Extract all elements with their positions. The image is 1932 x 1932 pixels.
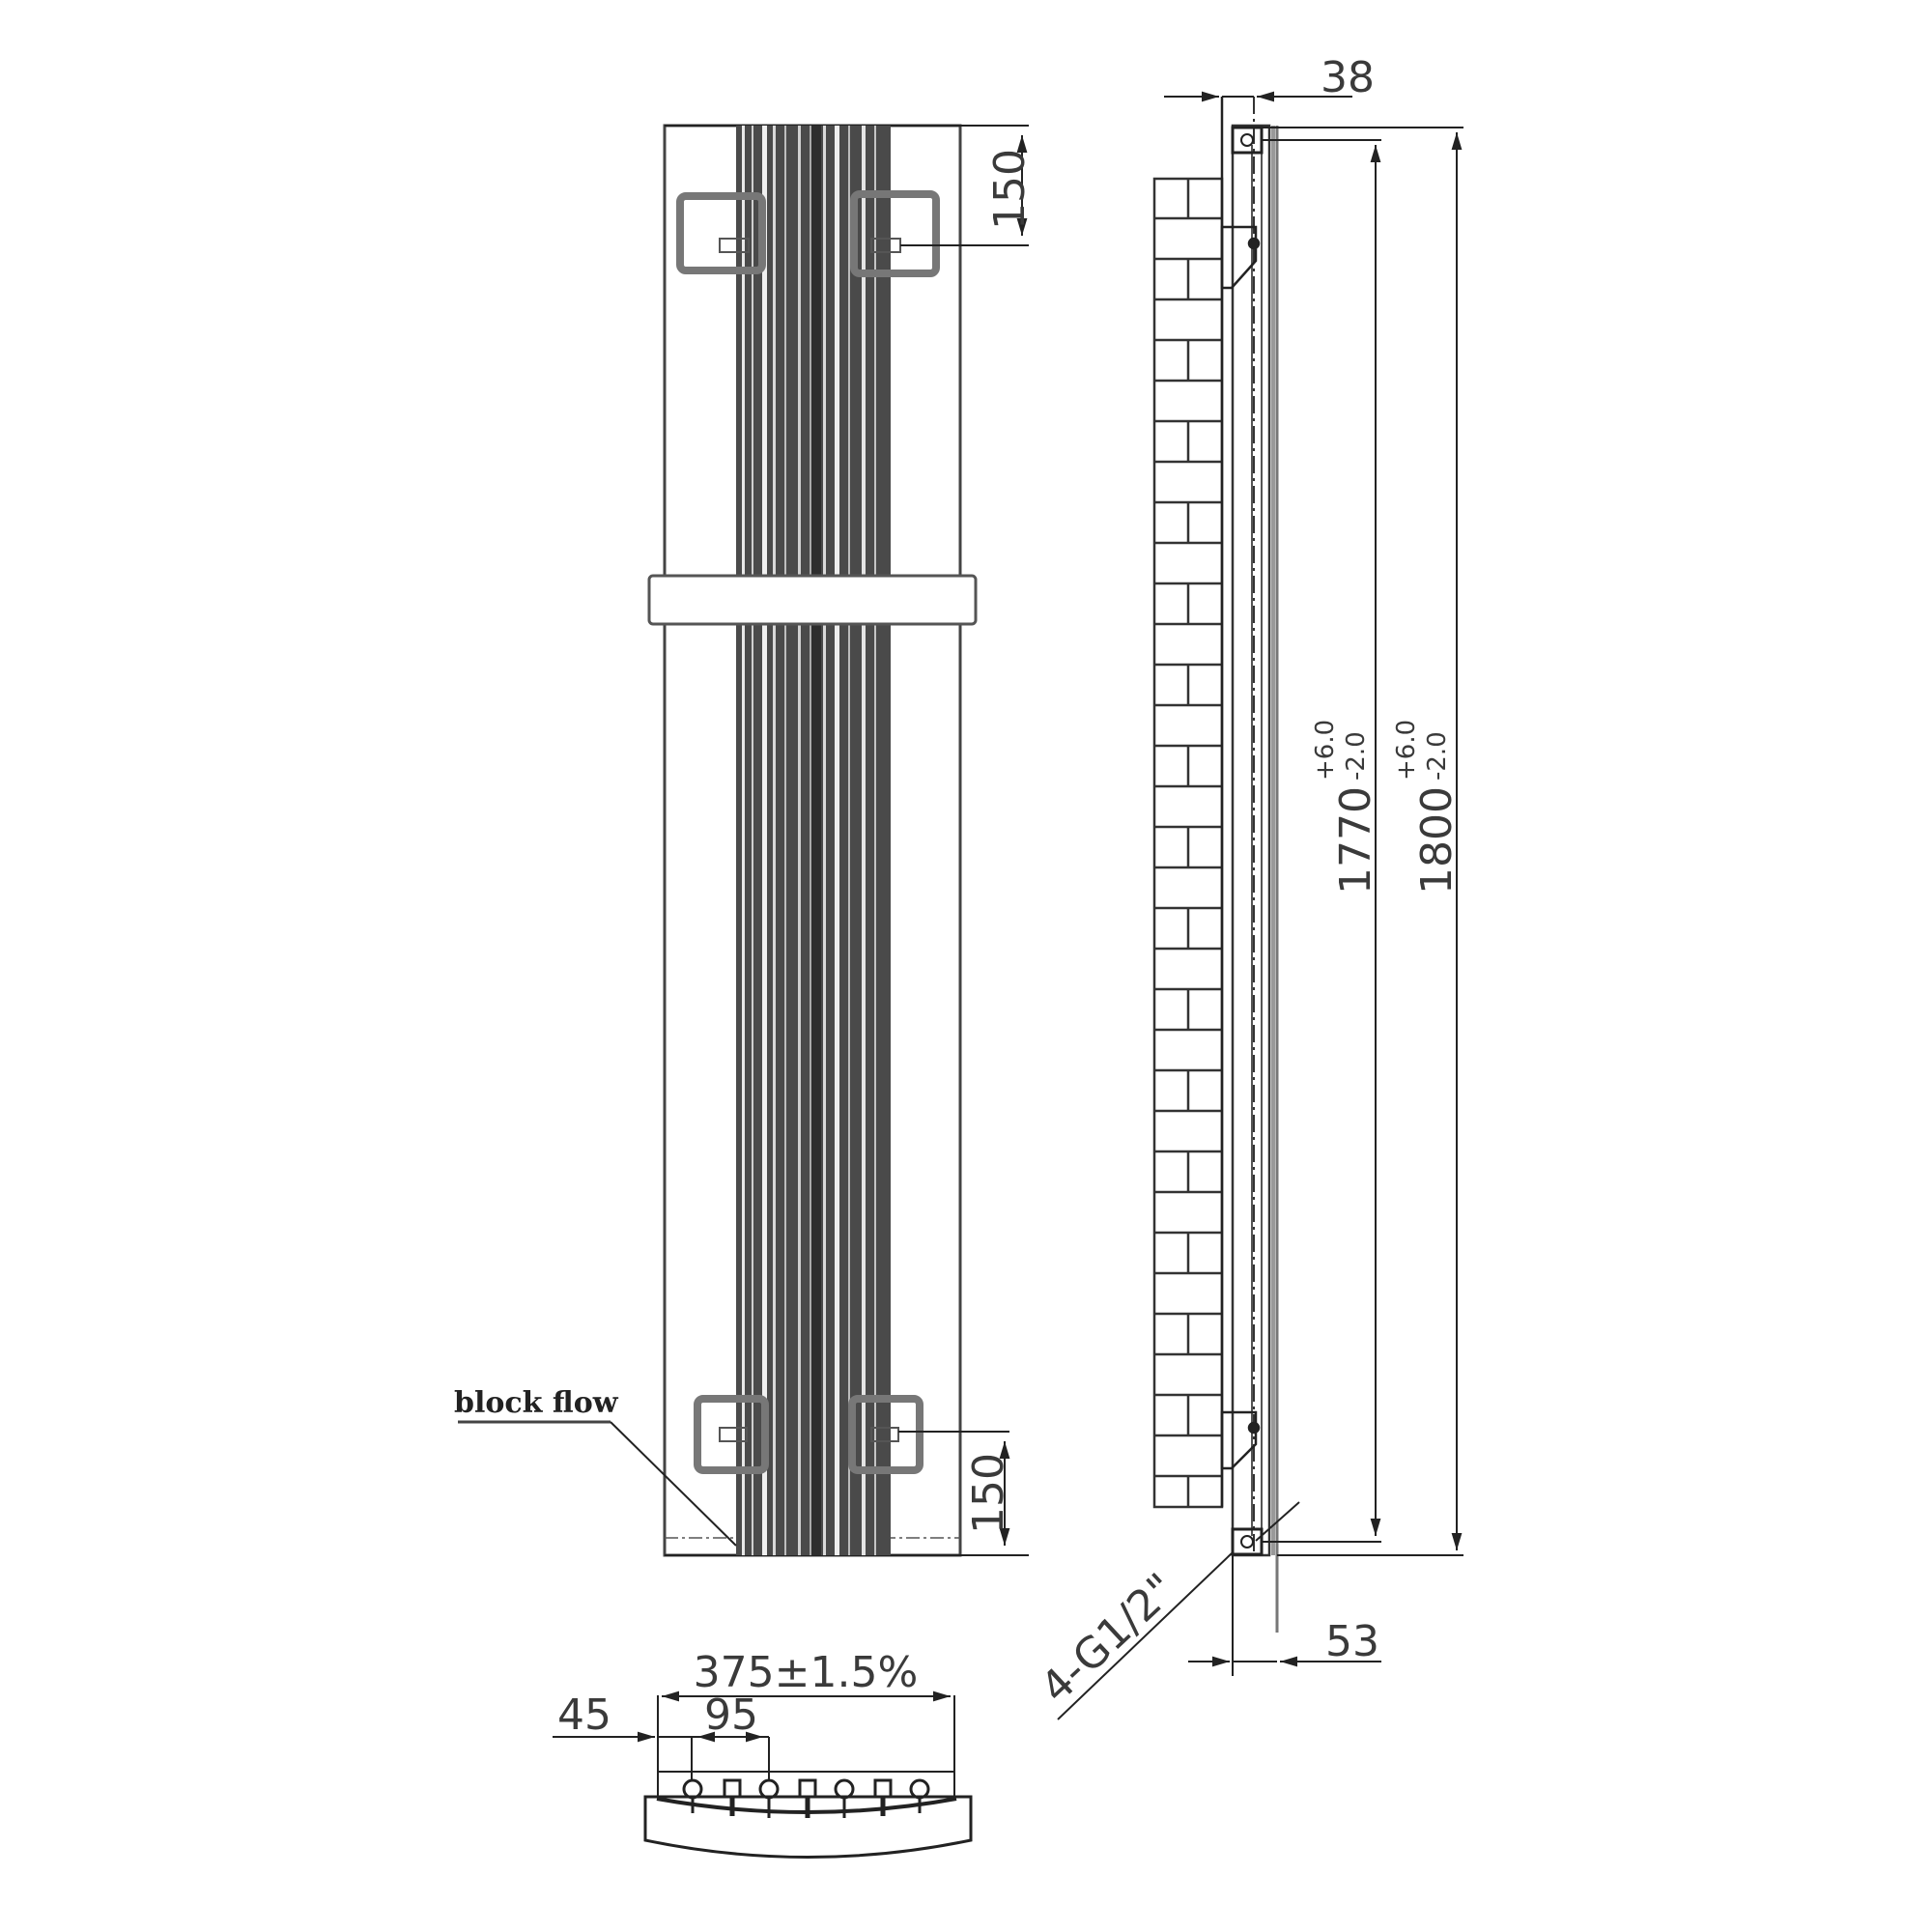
dim-height-overall-tol-plus: +6.0 [1392, 720, 1421, 781]
bracket-bottom-right [848, 1395, 923, 1474]
radiator-tubes [736, 126, 891, 1555]
plan-tubes [682, 1778, 930, 1800]
wall-bricks [1152, 177, 1224, 1509]
dim-top-bracket-text: 150 [985, 149, 1035, 230]
dim-edge-offset: 45 [553, 1690, 769, 1743]
dim-edge-offset-text: 45 [557, 1690, 611, 1740]
side-view: 38 1770 +6.0 -2.0 1800 +6.0 -2.0 [1032, 53, 1463, 1720]
block-flow-label: block flow [454, 1386, 619, 1420]
dim-depth-bottom-text: 53 [1325, 1617, 1379, 1666]
dim-height-inner-tol-plus: +6.0 [1311, 720, 1340, 781]
dim-height-overall: 1800 +6.0 -2.0 [1392, 132, 1463, 1550]
dim-bottom-bracket: 150 [898, 1431, 1013, 1546]
wall-bracket-top [1220, 225, 1261, 290]
radiator-profile [1231, 97, 1279, 1633]
bracket-top-left [676, 192, 766, 274]
wall-bracket-bottom [1220, 1410, 1261, 1470]
bracket-bottom-left [694, 1395, 769, 1474]
dim-depth-wall: 38 [1164, 53, 1375, 102]
dim-width: 375±1.5% [657, 1648, 955, 1797]
dim-bottom-bracket-text: 150 [964, 1453, 1013, 1534]
dim-depth-bottom: 53 [1188, 1555, 1381, 1676]
connection-callout: 4-G1/2" [1032, 1501, 1300, 1720]
front-view: 150 150 block flow [454, 124, 1035, 1557]
dim-height-inner-text: 1770 [1331, 786, 1380, 895]
connection-label: 4-G1/2" [1032, 1564, 1186, 1713]
dim-pitch-text: 95 [704, 1690, 758, 1740]
plan-panel-profile [643, 1795, 973, 1859]
dim-depth-wall-text: 38 [1321, 53, 1375, 102]
dim-width-text: 375±1.5% [694, 1648, 919, 1697]
dim-top-bracket: 150 [900, 135, 1035, 246]
plan-view: 375±1.5% 45 95 [553, 1648, 973, 1859]
dim-height-overall-text: 1800 [1412, 786, 1462, 895]
dim-height-inner-tol-minus: -2.0 [1342, 731, 1371, 781]
towel-bar [647, 574, 978, 626]
dim-height-overall-tol-minus: -2.0 [1423, 731, 1452, 781]
dim-height-inner: 1770 +6.0 -2.0 [1311, 145, 1381, 1536]
block-flow-callout: block flow [454, 1386, 737, 1547]
